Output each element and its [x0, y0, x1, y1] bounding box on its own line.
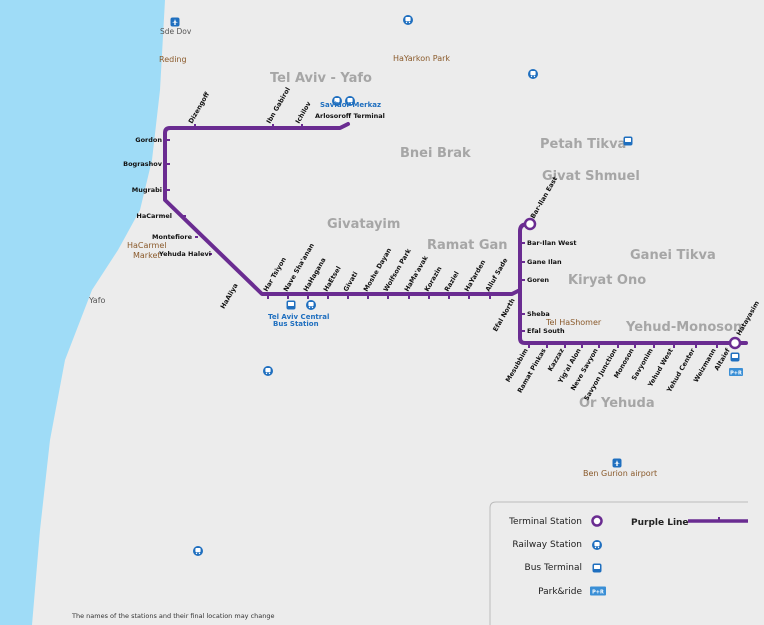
park-and-ride-icon: P+R — [590, 586, 606, 596]
station-label: Yehuda Halevi — [158, 250, 211, 258]
terminal-station-bar-ilan-east — [523, 217, 537, 231]
place-ben-gurion: Ben Gurion airport — [583, 469, 657, 478]
place-hayarkon: HaYarkon Park — [393, 54, 450, 63]
disclaimer-note: The names of the stations and their fina… — [71, 612, 275, 620]
station-label: HaEtsel — [322, 265, 343, 293]
city-petah-tikva: Petah Tikva — [540, 137, 626, 152]
railway-station-icon — [306, 300, 316, 310]
station-label: Korazin — [423, 265, 444, 293]
place-reding: Reding — [159, 55, 187, 64]
city-kiryat-ono: Kiryat Ono — [568, 273, 646, 288]
bus-terminal-icon — [623, 136, 633, 146]
city-yehud-monoson: Yehud-Monoson — [625, 320, 742, 335]
station-label: Gane Ilan — [527, 258, 562, 266]
station-label: HaAliya — [219, 282, 240, 310]
place-hacarmel-market-1: HaCarmel — [127, 241, 167, 250]
place-central-bus-1: Tel Aviv Central — [268, 313, 329, 321]
station-label: HaCarmel — [136, 212, 172, 220]
city-tel-aviv: Tel Aviv - Yafo — [270, 71, 372, 86]
station-label: Bograshov — [123, 160, 163, 168]
airport-icon — [170, 17, 180, 27]
terminal-station-icon — [591, 515, 603, 527]
station-label: Efal South — [527, 327, 565, 335]
station-label: Montefiore — [152, 233, 193, 241]
station-ticks — [167, 124, 718, 348]
station-label: Alluf Sade — [484, 256, 510, 293]
legend-terminal-label: Terminal Station — [508, 517, 582, 527]
city-ganei-tikva: Ganei Tikva — [630, 248, 716, 263]
railway-station-icon — [193, 546, 203, 556]
legend-line-label: Purple Line — [631, 518, 689, 528]
station-label: Hatayasim — [735, 299, 761, 337]
place-savidor: Savidor Merkaz — [320, 101, 381, 109]
place-central-bus-2: Bus Station — [273, 320, 319, 328]
railway-station-icon — [528, 69, 538, 79]
bus-terminal-icon — [592, 563, 602, 573]
place-tel-hashomer: Tel HaShomer — [545, 318, 602, 327]
station-label: Sheba — [527, 310, 550, 318]
bus-terminal-icon — [730, 352, 740, 362]
legend-park-label: Park&ride — [538, 587, 582, 597]
station-label: Ichilov — [294, 100, 313, 125]
place-sde-dov: Sde Dov — [160, 27, 192, 36]
place-hacarmel-market-2: Market — [133, 251, 161, 260]
station-label: Bar-Ilan West — [527, 239, 577, 247]
svg-text:P+R: P+R — [592, 590, 604, 596]
city-ramat-gan: Ramat Gan — [427, 238, 508, 253]
park-and-ride-icon: P+R — [729, 368, 743, 377]
city-or-yehuda: Or Yehuda — [579, 396, 655, 411]
station-label: Goren — [527, 276, 549, 284]
railway-station-icon — [403, 15, 413, 25]
bus-terminal-icon — [286, 300, 296, 310]
place-yafo: Yafo — [88, 296, 106, 305]
station-label: Gordon — [135, 136, 162, 144]
terminal-station-hatayasim — [728, 336, 742, 350]
railway-station-icon — [263, 366, 273, 376]
station-label: Efal North — [491, 297, 517, 333]
station-label: Ibn Gabirol — [265, 86, 292, 125]
station-label: Givati — [342, 270, 360, 293]
station-arlosoroff: Arlosoroff Terminal — [315, 112, 385, 120]
station-label: Mugrabi — [132, 186, 162, 194]
city-givatayim: Givatayim — [327, 217, 400, 232]
svg-text:P+R: P+R — [730, 371, 742, 377]
city-bnei-brak: Bnei Brak — [400, 146, 471, 161]
city-givat-shmuel: Givat Shmuel — [542, 169, 640, 184]
legend-railway-label: Railway Station — [512, 540, 582, 550]
sea — [0, 0, 165, 625]
railway-station-icon — [592, 540, 602, 550]
legend-bus-label: Bus Terminal — [525, 563, 582, 573]
purple-line — [163, 122, 748, 345]
legend: Terminal Station Railway Station Bus Ter… — [489, 501, 748, 625]
airport-icon-ben-gurion — [612, 458, 622, 468]
station-label: Dizengoff — [187, 90, 212, 125]
station-label: Raziel — [443, 270, 461, 293]
